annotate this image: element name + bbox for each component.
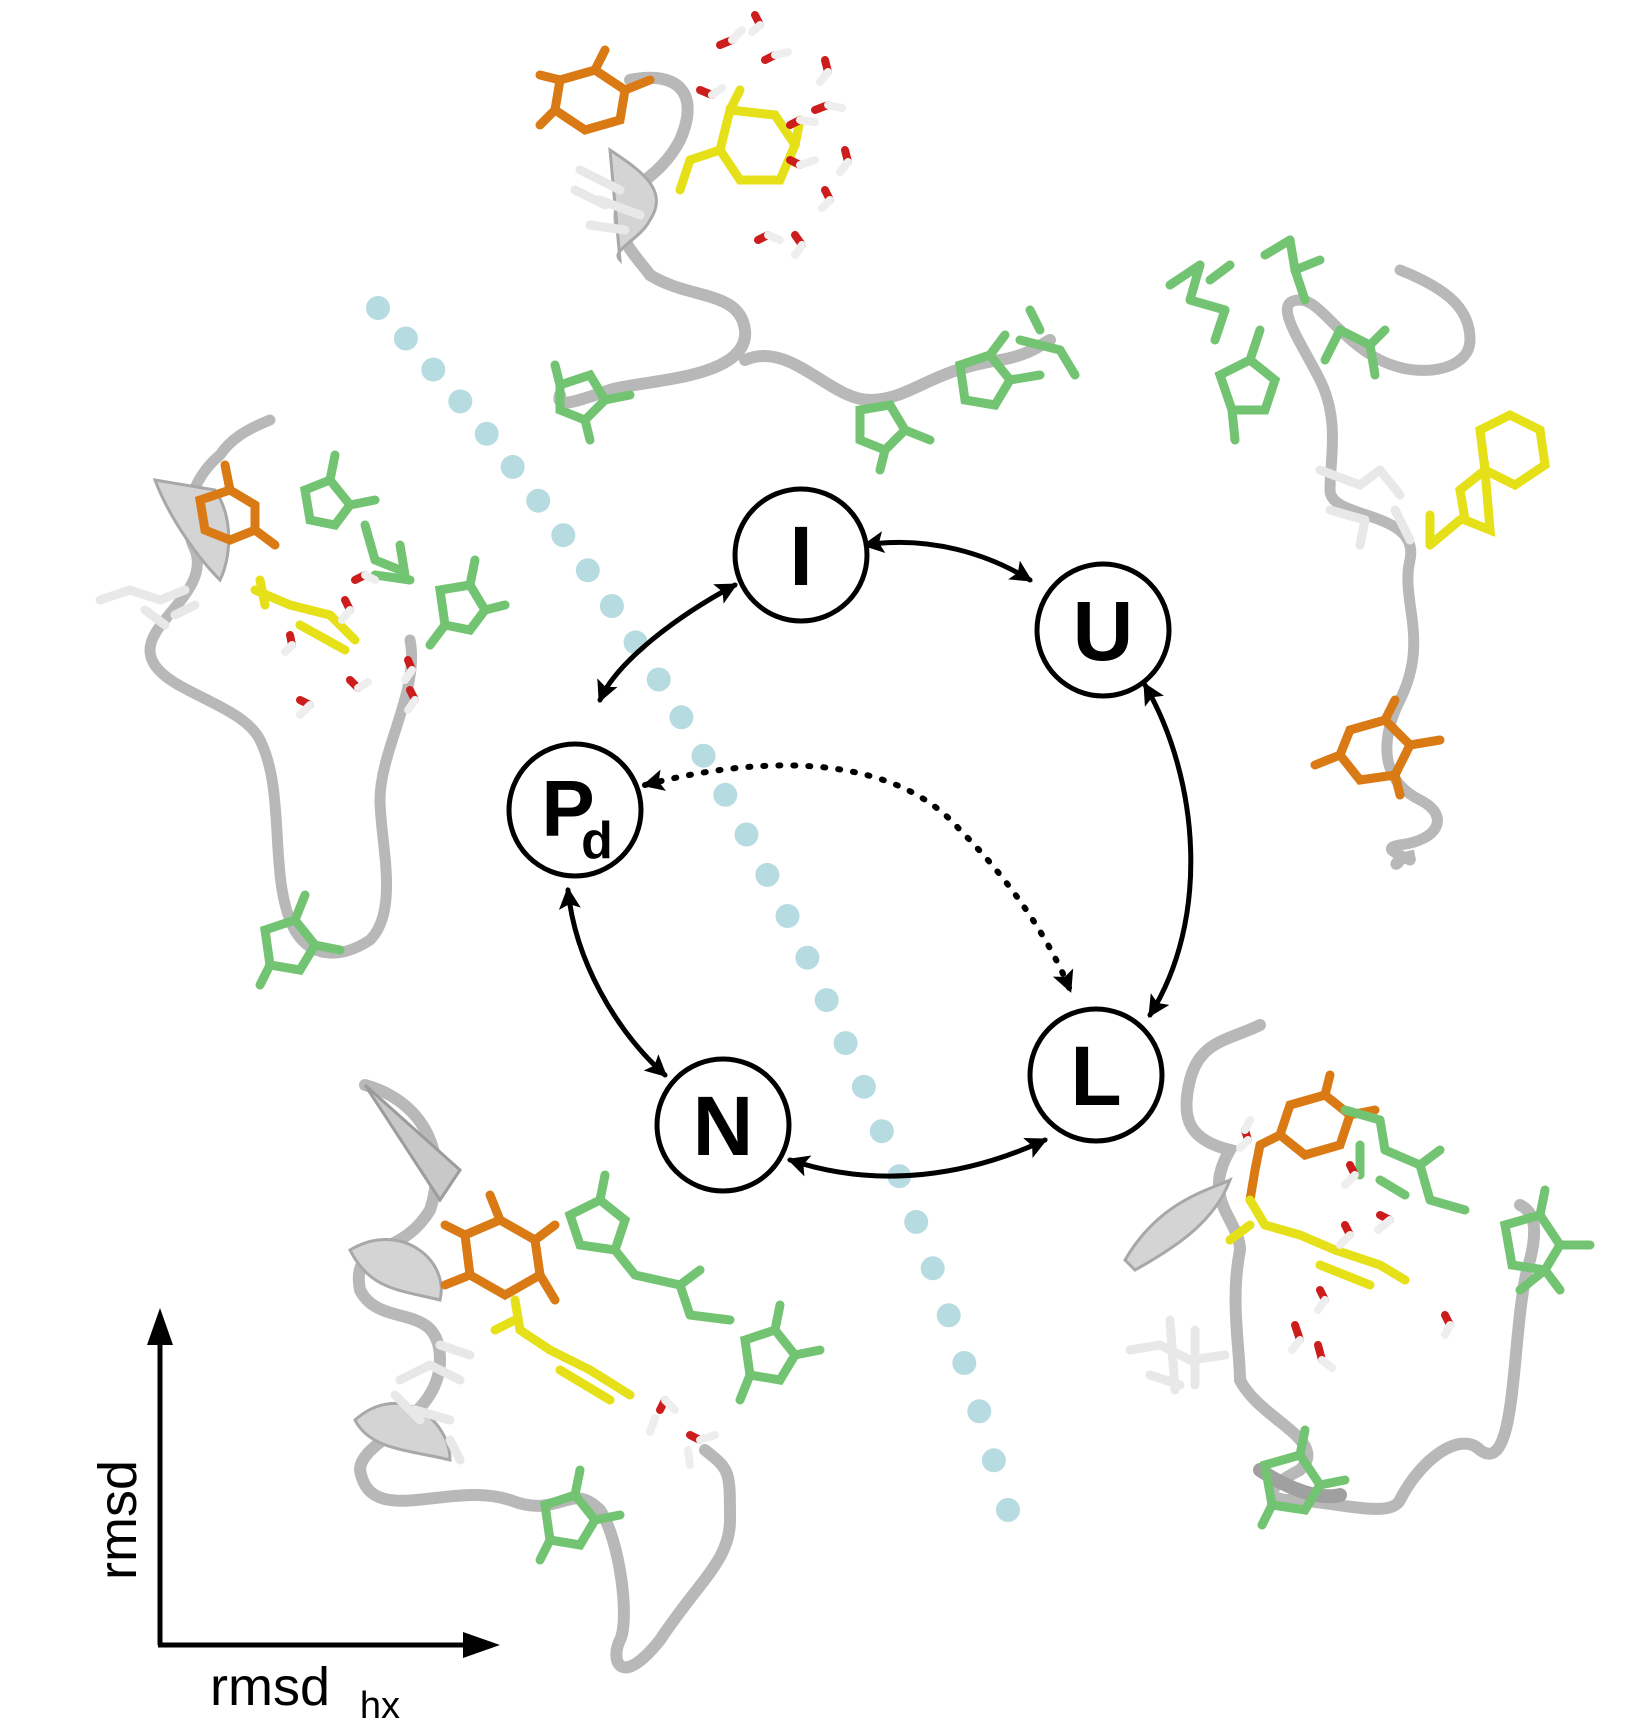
- separator-dot: [795, 945, 820, 970]
- x-axis-arrowhead: [463, 1632, 500, 1658]
- separator-dot: [833, 1031, 858, 1056]
- structure-L: [1123, 1019, 1595, 1530]
- separator-dot: [366, 296, 390, 320]
- state-label-I: I: [789, 509, 812, 603]
- state-label-N: N: [693, 1079, 754, 1173]
- separator-dot: [551, 523, 576, 548]
- separator-dot: [775, 904, 800, 928]
- y-axis-arrowhead: [147, 1308, 173, 1345]
- separator-dot: [599, 594, 624, 618]
- transition-arrows: [558, 531, 1194, 1179]
- state-node-U: U: [1034, 561, 1172, 699]
- structure-U: [1165, 235, 1550, 870]
- structure-I: [535, 11, 1080, 475]
- separator-dot: [920, 1256, 945, 1281]
- separator-dot: [669, 705, 694, 730]
- arrow-U-L: [1142, 682, 1194, 1018]
- x-axis-label-sub: hx: [360, 1685, 400, 1725]
- separator-dot: [952, 1351, 977, 1375]
- x-axis-label-main: rmsd: [210, 1657, 330, 1717]
- state-label-L: L: [1070, 1029, 1121, 1123]
- separator-dot: [393, 326, 418, 351]
- separator-dot: [421, 357, 446, 382]
- separator-dot: [448, 389, 473, 414]
- state-node-I: I: [732, 486, 870, 624]
- y-axis-label: rmsd: [88, 1460, 148, 1580]
- separator-dot: [981, 1448, 1006, 1473]
- separator-dot: [713, 782, 738, 807]
- separator-dot: [734, 822, 759, 847]
- separator-dot: [691, 743, 716, 768]
- state-node-L: L: [1027, 1006, 1165, 1144]
- separator-dot: [755, 862, 780, 887]
- separator-dot: [575, 558, 600, 583]
- separator-dot: [904, 1209, 929, 1234]
- state-label-Pd-sub: d: [581, 812, 613, 870]
- state-node-N: N: [654, 1056, 792, 1194]
- separator-dot: [526, 488, 551, 513]
- state-label-Pd-main: P: [541, 764, 594, 853]
- state-node-Pd: P d: [506, 741, 644, 879]
- state-label-U: U: [1073, 584, 1134, 678]
- axes: rmsd rmsd hx: [88, 1308, 500, 1725]
- separator-dot: [996, 1498, 1020, 1522]
- separator-dot: [814, 988, 839, 1013]
- structure-Pd: [95, 414, 510, 990]
- separator-dot: [646, 667, 671, 692]
- arrow-Pd-L-dotted: [641, 762, 1074, 993]
- separator-dot: [474, 421, 499, 446]
- structure-N: [348, 1079, 825, 1674]
- separator-dot: [500, 454, 525, 479]
- separator-dot: [936, 1303, 961, 1328]
- arrow-I-Pd: [597, 582, 738, 703]
- arrow-I-U: [861, 531, 1033, 583]
- separator-dot: [851, 1074, 876, 1099]
- dotted-separator: [366, 296, 1020, 1522]
- separator-dot: [967, 1399, 992, 1424]
- separator-dot: [869, 1119, 894, 1144]
- arrow-N-L: [787, 1137, 1048, 1179]
- arrow-Pd-N: [558, 886, 668, 1078]
